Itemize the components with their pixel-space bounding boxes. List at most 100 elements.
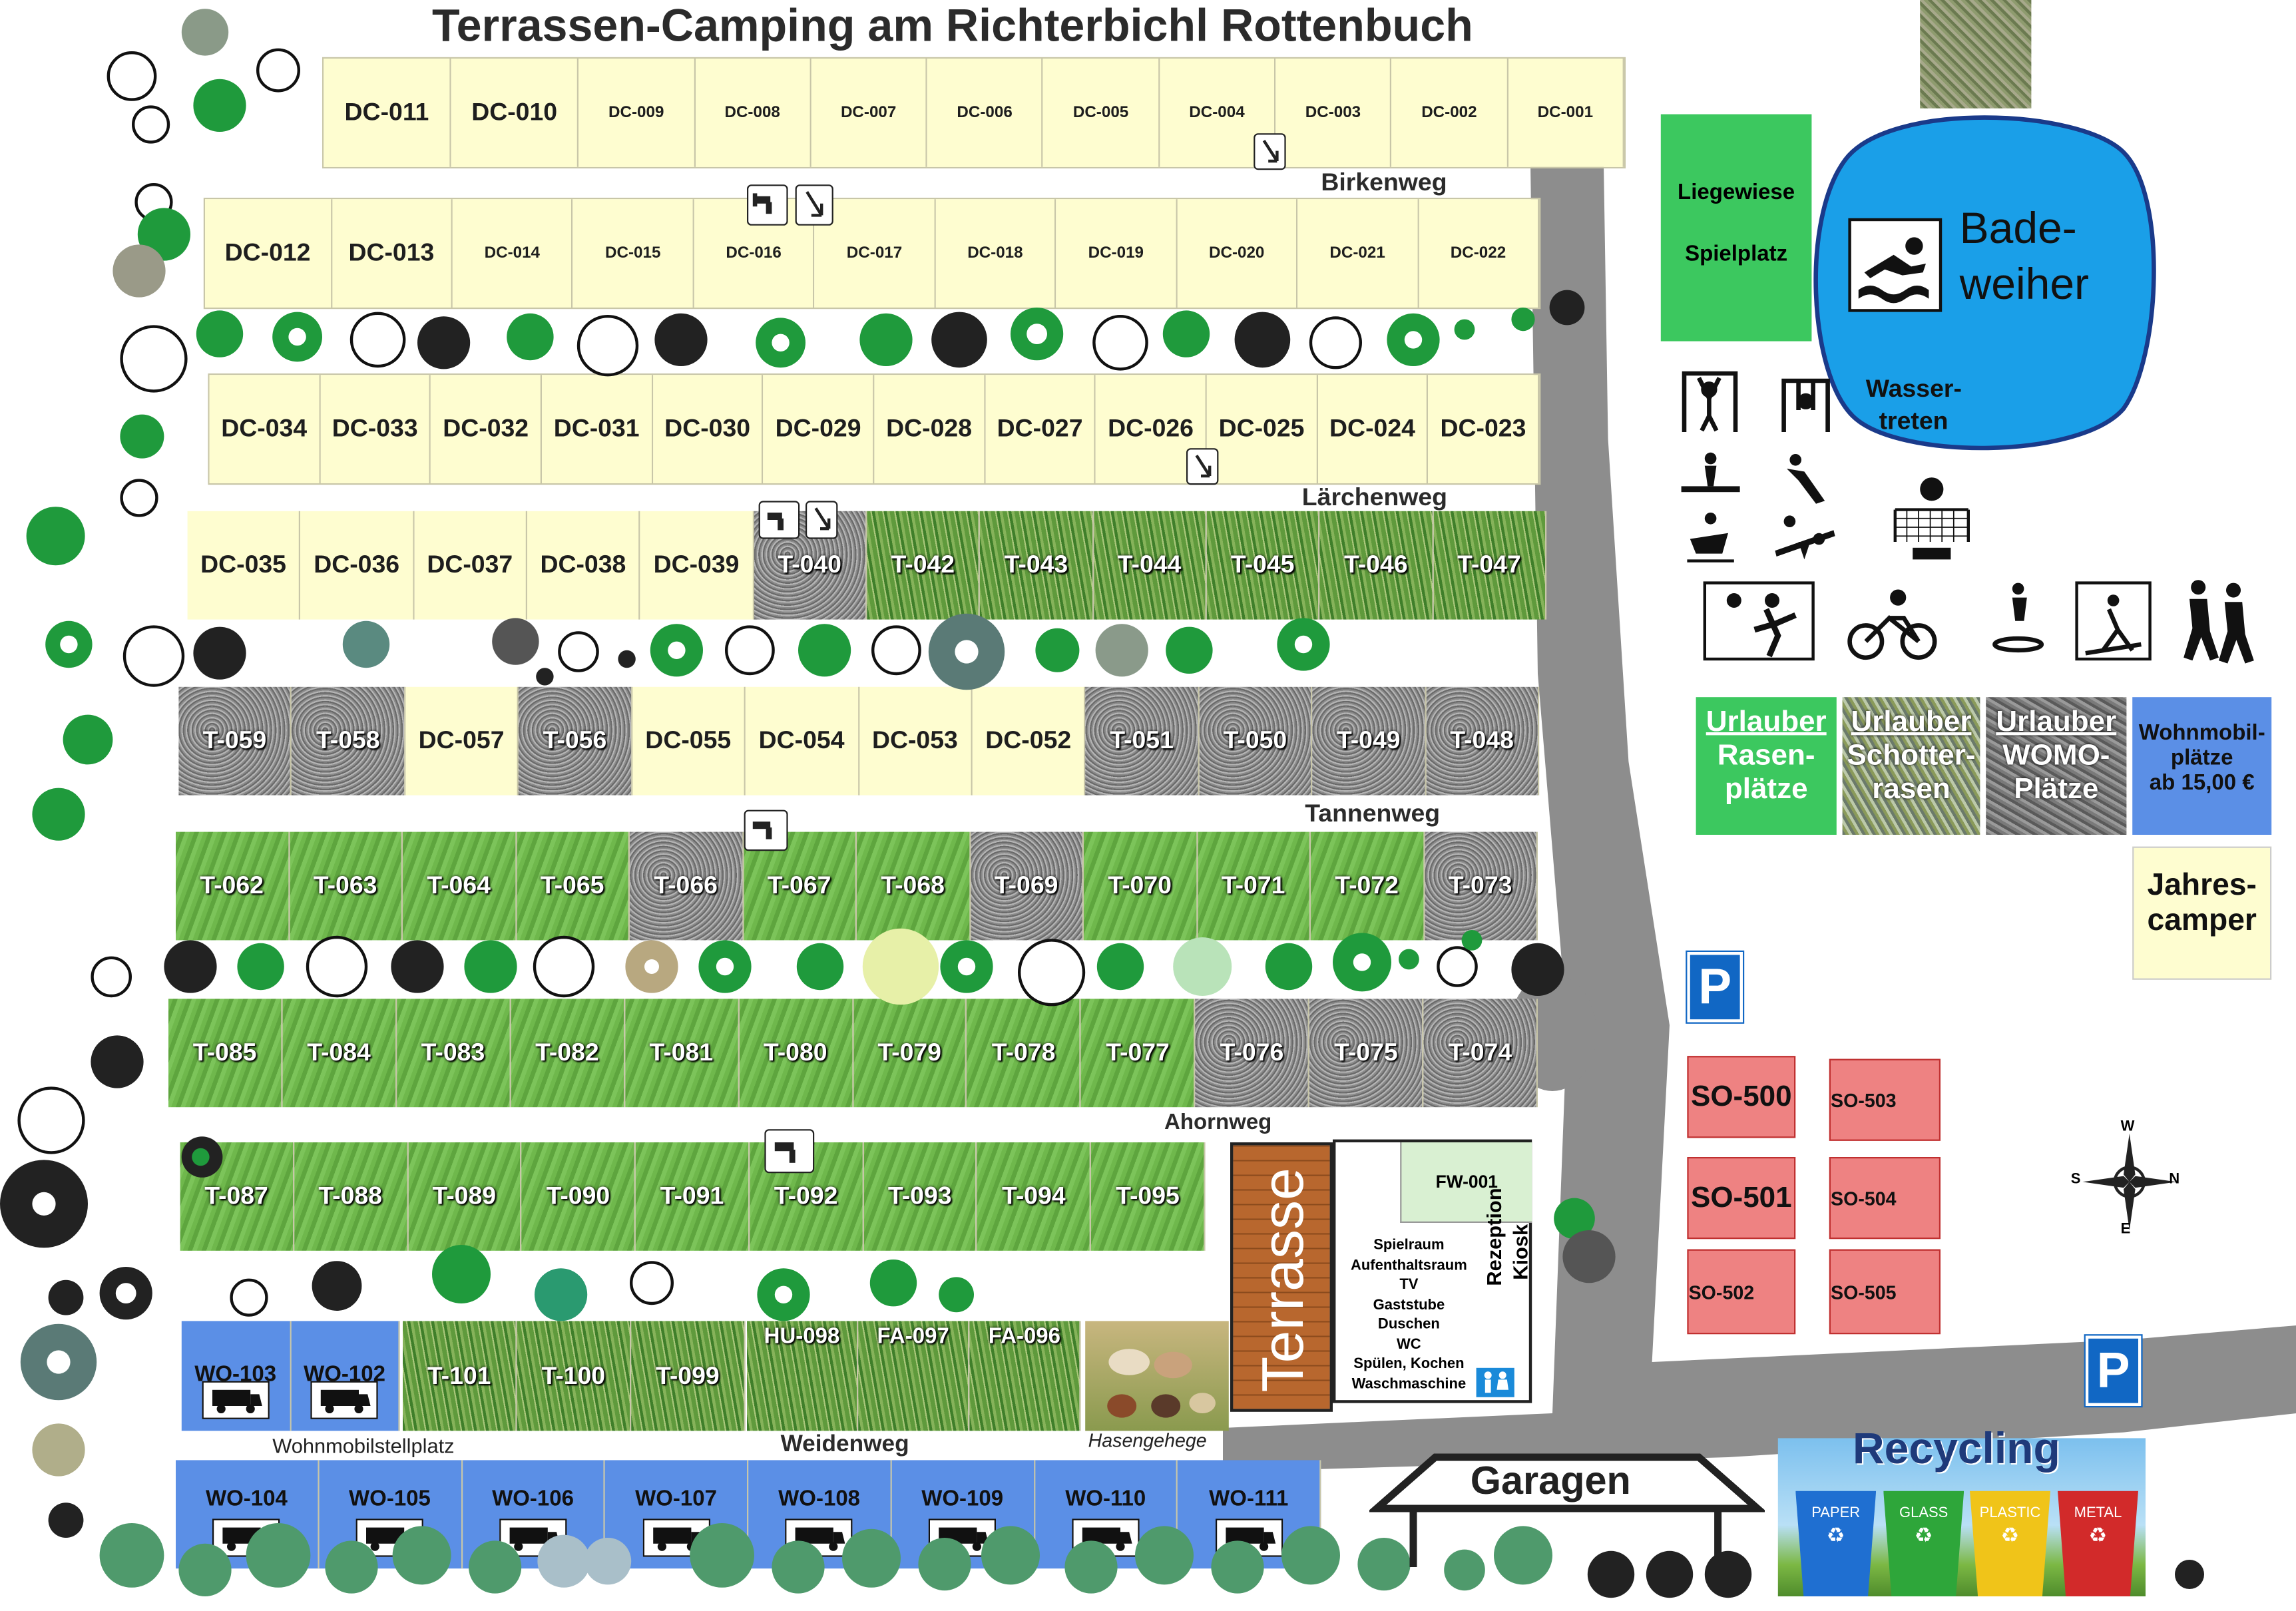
plot-dc-031[interactable]: DC-031 <box>542 375 653 483</box>
plot-t-095[interactable]: T-095 <box>1091 1142 1206 1251</box>
plot-t-089[interactable]: T-089 <box>407 1142 522 1251</box>
plot-hu-098[interactable]: HU-098 <box>747 1321 859 1431</box>
plot-fa-097[interactable]: FA-097 <box>858 1321 970 1431</box>
plot-t-090[interactable]: T-090 <box>521 1142 636 1251</box>
plot-dc-033[interactable]: DC-033 <box>320 375 431 483</box>
plot-so-504[interactable]: SO-504 <box>1829 1157 1941 1240</box>
plot-dc-037[interactable]: DC-037 <box>413 511 527 620</box>
plot-wo-102[interactable]: WO-102 <box>290 1321 400 1431</box>
plot-dc-028[interactable]: DC-028 <box>874 375 985 483</box>
plot-dc-021[interactable]: DC-021 <box>1297 199 1419 308</box>
plot-wo-111[interactable]: WO-111 <box>1178 1460 1321 1569</box>
plot-dc-024[interactable]: DC-024 <box>1317 375 1429 483</box>
plot-t-080[interactable]: T-080 <box>739 999 853 1108</box>
plot-dc-020[interactable]: DC-020 <box>1177 199 1298 308</box>
plot-t-068[interactable]: T-068 <box>857 831 971 941</box>
plot-t-075[interactable]: T-075 <box>1309 999 1424 1108</box>
plot-dc-010[interactable]: DC-010 <box>451 59 579 167</box>
plot-dc-019[interactable]: DC-019 <box>1056 199 1178 308</box>
plot-dc-027[interactable]: DC-027 <box>985 375 1096 483</box>
plot-dc-001[interactable]: DC-001 <box>1508 59 1624 167</box>
plot-t-063[interactable]: T-063 <box>289 831 403 941</box>
plot-so-502[interactable]: SO-502 <box>1687 1249 1796 1335</box>
plot-dc-011[interactable]: DC-011 <box>324 59 451 167</box>
plot-dc-017[interactable]: DC-017 <box>814 199 936 308</box>
plot-dc-005[interactable]: DC-005 <box>1043 59 1160 167</box>
plot-t-093[interactable]: T-093 <box>863 1142 978 1251</box>
plot-t-073[interactable]: T-073 <box>1424 831 1538 941</box>
plot-dc-030[interactable]: DC-030 <box>652 375 764 483</box>
plot-dc-014[interactable]: DC-014 <box>452 199 574 308</box>
plot-t-074[interactable]: T-074 <box>1423 999 1538 1108</box>
plot-t-070[interactable]: T-070 <box>1084 831 1198 941</box>
plot-wo-108[interactable]: WO-108 <box>748 1460 892 1569</box>
plot-dc-052[interactable]: DC-052 <box>972 686 1086 796</box>
plot-t-049[interactable]: T-049 <box>1312 686 1427 796</box>
plot-dc-054[interactable]: DC-054 <box>746 686 859 796</box>
plot-dc-022[interactable]: DC-022 <box>1418 199 1540 308</box>
plot-dc-008[interactable]: DC-008 <box>695 59 811 167</box>
plot-t-064[interactable]: T-064 <box>403 831 517 941</box>
plot-t-045[interactable]: T-045 <box>1206 511 1320 620</box>
plot-dc-015[interactable]: DC-015 <box>573 199 694 308</box>
plot-dc-057[interactable]: DC-057 <box>405 686 519 796</box>
plot-dc-055[interactable]: DC-055 <box>632 686 746 796</box>
plot-dc-003[interactable]: DC-003 <box>1275 59 1392 167</box>
plot-dc-038[interactable]: DC-038 <box>527 511 641 620</box>
plot-t-085[interactable]: T-085 <box>168 999 283 1108</box>
plot-t-076[interactable]: T-076 <box>1195 999 1310 1108</box>
plot-t-056[interactable]: T-056 <box>519 686 632 796</box>
plot-fa-096[interactable]: FA-096 <box>969 1321 1081 1431</box>
plot-t-069[interactable]: T-069 <box>970 831 1084 941</box>
plot-t-094[interactable]: T-094 <box>977 1142 1092 1251</box>
plot-t-081[interactable]: T-081 <box>624 999 740 1108</box>
plot-dc-034[interactable]: DC-034 <box>209 375 321 483</box>
plot-dc-007[interactable]: DC-007 <box>811 59 927 167</box>
plot-t-077[interactable]: T-077 <box>1081 999 1196 1108</box>
plot-t-099[interactable]: T-099 <box>631 1321 746 1431</box>
plot-t-091[interactable]: T-091 <box>636 1142 750 1251</box>
plot-t-062[interactable]: T-062 <box>176 831 290 941</box>
plot-dc-013[interactable]: DC-013 <box>332 199 453 308</box>
plot-dc-053[interactable]: DC-053 <box>859 686 973 796</box>
plot-dc-025[interactable]: DC-025 <box>1206 375 1318 483</box>
plot-t-065[interactable]: T-065 <box>516 831 630 941</box>
plot-so-501[interactable]: SO-501 <box>1687 1157 1796 1240</box>
plot-so-505[interactable]: SO-505 <box>1829 1249 1941 1335</box>
plot-t-043[interactable]: T-043 <box>980 511 1094 620</box>
plot-t-101[interactable]: T-101 <box>403 1321 517 1431</box>
plot-t-050[interactable]: T-050 <box>1199 686 1313 796</box>
plot-wo-103[interactable]: WO-103 <box>181 1321 291 1431</box>
plot-dc-018[interactable]: DC-018 <box>935 199 1056 308</box>
plot-dc-006[interactable]: DC-006 <box>927 59 1044 167</box>
plot-dc-009[interactable]: DC-009 <box>578 59 696 167</box>
plot-t-047[interactable]: T-047 <box>1433 511 1547 620</box>
plot-t-083[interactable]: T-083 <box>396 999 511 1108</box>
plot-t-044[interactable]: T-044 <box>1093 511 1207 620</box>
plot-dc-035[interactable]: DC-035 <box>187 511 301 620</box>
plot-so-503[interactable]: SO-503 <box>1829 1058 1941 1141</box>
plot-t-042[interactable]: T-042 <box>867 511 981 620</box>
plot-t-079[interactable]: T-079 <box>853 999 967 1108</box>
plot-t-084[interactable]: T-084 <box>282 999 397 1108</box>
plot-t-046[interactable]: T-046 <box>1319 511 1433 620</box>
plot-t-059[interactable]: T-059 <box>178 686 292 796</box>
plot-t-071[interactable]: T-071 <box>1197 831 1311 941</box>
plot-t-058[interactable]: T-058 <box>292 686 406 796</box>
plot-t-078[interactable]: T-078 <box>967 999 1082 1108</box>
plot-so-500[interactable]: SO-500 <box>1687 1056 1796 1138</box>
plot-t-048[interactable]: T-048 <box>1426 686 1540 796</box>
plot-t-088[interactable]: T-088 <box>294 1142 408 1251</box>
plot-t-082[interactable]: T-082 <box>511 999 625 1108</box>
plot-t-100[interactable]: T-100 <box>517 1321 632 1431</box>
plot-dc-023[interactable]: DC-023 <box>1428 375 1540 483</box>
plot-t-051[interactable]: T-051 <box>1086 686 1200 796</box>
plot-dc-036[interactable]: DC-036 <box>300 511 414 620</box>
plot-t-066[interactable]: T-066 <box>630 831 744 941</box>
plot-t-072[interactable]: T-072 <box>1311 831 1425 941</box>
plot-dc-012[interactable]: DC-012 <box>205 199 332 308</box>
plot-dc-029[interactable]: DC-029 <box>763 375 875 483</box>
plot-dc-032[interactable]: DC-032 <box>431 375 543 483</box>
plot-dc-002[interactable]: DC-002 <box>1391 59 1508 167</box>
plot-dc-039[interactable]: DC-039 <box>640 511 754 620</box>
